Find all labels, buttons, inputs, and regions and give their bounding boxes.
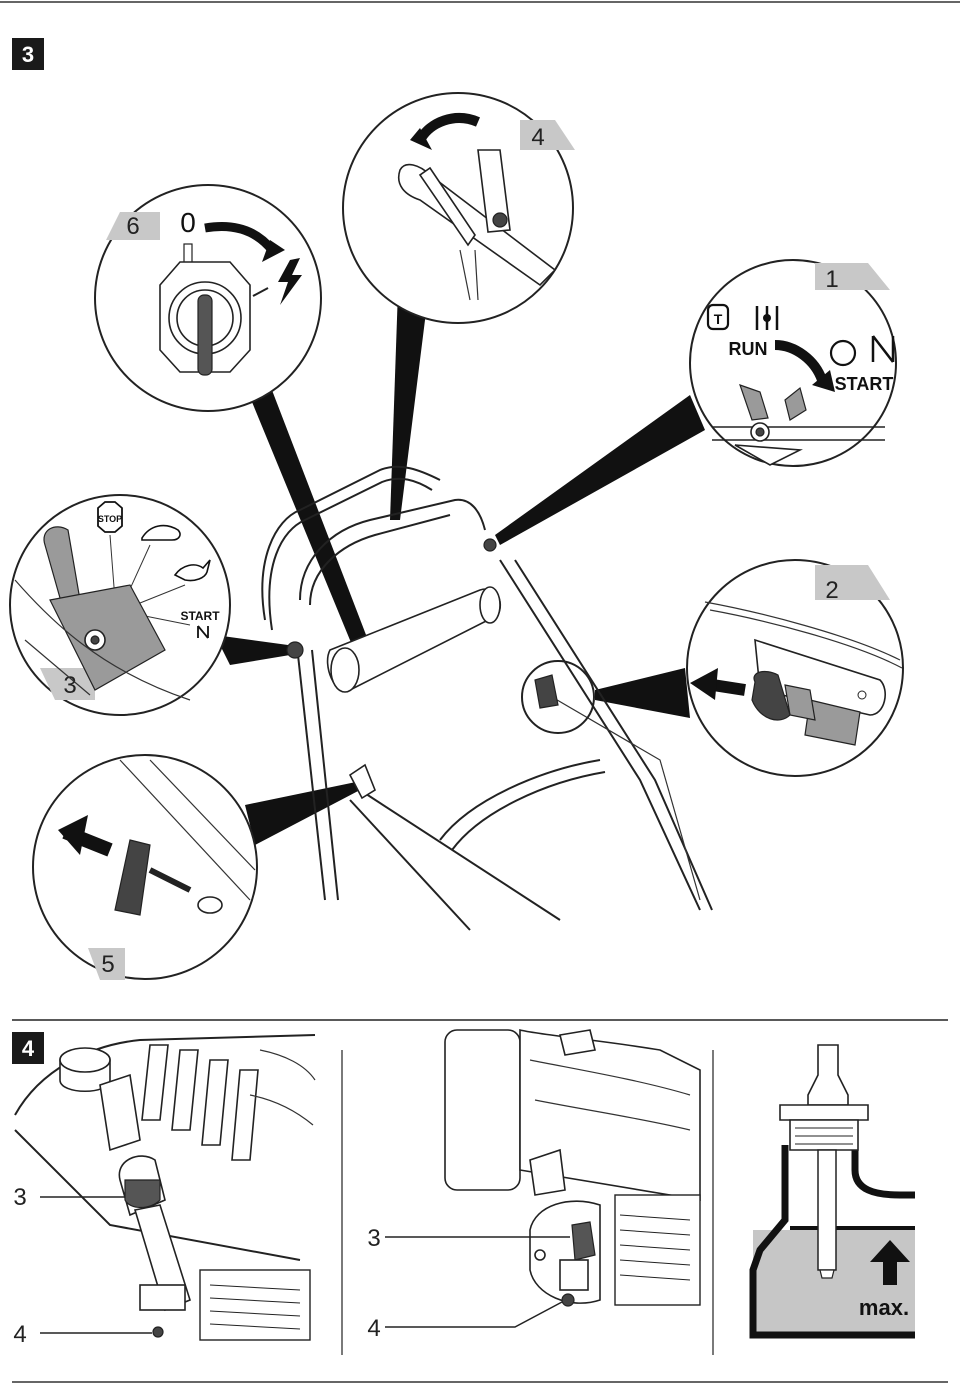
choke-small-icon [197, 625, 209, 639]
pointer-wedge-6 [245, 385, 368, 645]
callout-5: 5 [32, 754, 258, 980]
figure-4-left-panel: 3 4 [13, 1034, 316, 1348]
left-label-3: 3 [13, 1184, 26, 1211]
push-button-icon [751, 670, 791, 721]
choke-icon [871, 335, 895, 363]
callout-4: 4 [342, 92, 575, 324]
svg-text:T: T [714, 311, 723, 327]
stop-label: STOP [98, 514, 122, 524]
figure-4-middle-panel: 3 4 [367, 1028, 701, 1342]
key-off-label: 0 [180, 207, 196, 238]
mower-handle-drawing [261, 465, 713, 931]
callout-3-tab-number: 3 [63, 672, 76, 699]
left-label-4: 4 [13, 1321, 26, 1348]
fuel-valve-middle-icon [571, 1221, 596, 1261]
callout-6-tab [106, 212, 160, 240]
callout-2-tab [815, 565, 890, 600]
callout-5-tab-number: 5 [101, 951, 114, 978]
dipstick-cap-icon [807, 1044, 849, 1106]
handle-knob-icon [114, 839, 151, 916]
lightning-icon [278, 258, 302, 305]
pointer-wedge-4 [390, 280, 430, 520]
callout-6: 6 0 [94, 184, 322, 412]
throttle-lever-icon [43, 526, 81, 606]
rabbit-icon [173, 559, 211, 582]
pointer-wedge-1 [495, 395, 705, 545]
figure-3-badge-number: 3 [22, 42, 34, 67]
pointer-wedge-5 [245, 782, 360, 845]
stop-sign-icon [97, 501, 123, 533]
turtle-icon [141, 524, 181, 541]
ignition-key-icon [197, 294, 213, 376]
cooling-fins [141, 1044, 259, 1161]
dipstick-icon [817, 1149, 837, 1271]
callout-2: 2 [686, 559, 904, 777]
figure-4-badge-number: 4 [22, 1036, 35, 1061]
figure-4-right-panel: max. [749, 1044, 915, 1339]
drain-screw-middle-icon [561, 1293, 575, 1307]
figure-3-badge [12, 38, 44, 70]
figure-3: 3 [9, 38, 904, 980]
callout-4-tab [520, 120, 575, 150]
callout-1: 1 T RUN START [689, 259, 897, 467]
choke-lever-icon [739, 384, 769, 421]
highlight-circle [521, 660, 595, 734]
middle-label-3: 3 [367, 1225, 380, 1252]
run-bars-icon [755, 306, 779, 330]
callout-4-tab-number: 4 [531, 124, 544, 151]
callout-6-tab-number: 6 [126, 213, 139, 240]
figure-4: 4 [12, 1028, 915, 1355]
callout-3: 3 STOP START [9, 494, 231, 716]
pointer-wedge-3 [215, 635, 290, 665]
start-label-small: START [180, 609, 220, 623]
fuel-valve-icon [124, 1179, 161, 1209]
run-label: RUN [729, 339, 768, 359]
engine-run-icon [706, 303, 730, 331]
callout-3-tab [40, 668, 95, 700]
middle-label-4: 4 [367, 1315, 380, 1342]
callout-1-tab [815, 263, 890, 290]
leader-line-4-middle [385, 1301, 563, 1328]
pointer-wedge-2 [595, 668, 690, 718]
drain-screw-icon [152, 1326, 164, 1338]
engine-start-icon [829, 339, 857, 367]
oil-fill-area [753, 1230, 915, 1335]
oil-tank-wall [749, 1145, 915, 1339]
callout-2-tab-number: 2 [825, 577, 838, 604]
start-label: START [835, 374, 894, 394]
figure-4-badge [12, 1032, 44, 1064]
callout-5-tab [88, 948, 125, 980]
max-label: max. [859, 1295, 909, 1320]
callout-1-tab-number: 1 [825, 266, 838, 293]
max-arrow-icon [870, 1240, 910, 1285]
